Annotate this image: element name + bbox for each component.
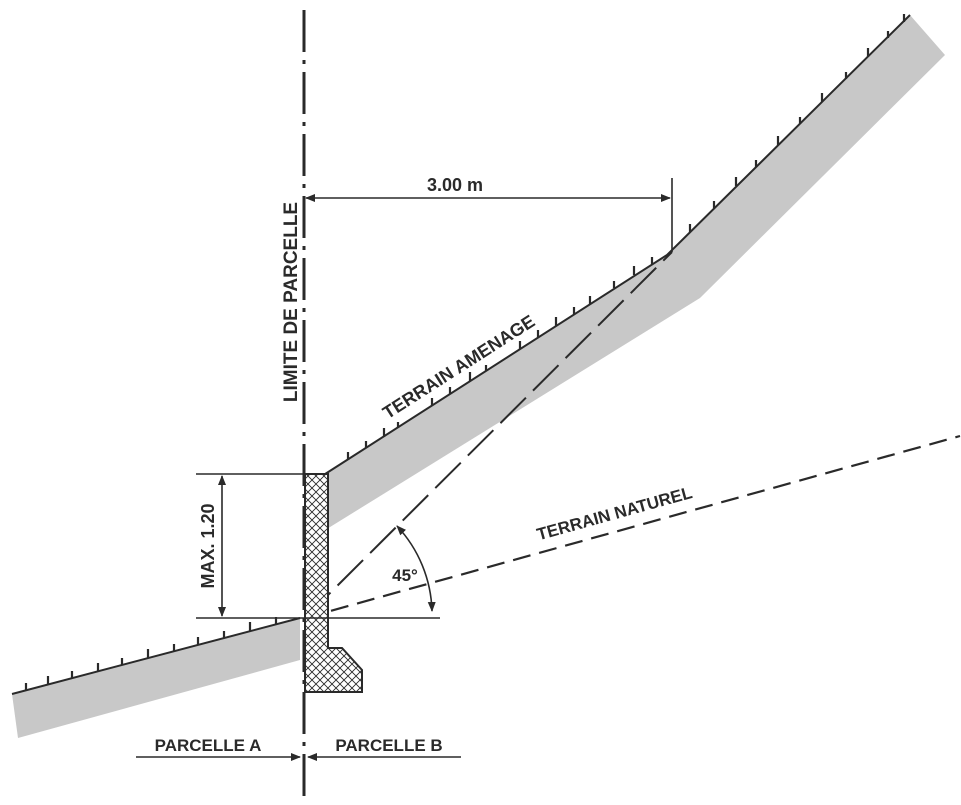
max-height-label: MAX. 1.20: [198, 503, 218, 588]
parcelle-b-label: PARCELLE B: [335, 736, 442, 755]
terrain-parcelle-a-fill: [12, 618, 300, 738]
angle-label: 45°: [392, 566, 418, 585]
slope-45-line: [304, 251, 673, 619]
terrain-amenage-fill: [322, 15, 945, 532]
parcelle-a-label: PARCELLE A: [155, 736, 262, 755]
retaining-wall: [304, 473, 363, 693]
terrain-amenage-surface: [321, 14, 911, 477]
distance-label: 3.00 m: [427, 175, 483, 195]
terrain-parcelle-a-vegetation: [24, 617, 278, 690]
property-line-label: LIMITE DE PARCELLE: [281, 202, 302, 402]
height-dimension: [196, 473, 440, 619]
terrain-naturel-label: TERRAIN NATUREL: [535, 483, 694, 544]
terrain-amenage-vegetation: [346, 14, 906, 460]
angle-arc: [396, 525, 436, 612]
terrain-parcelle-a-surface: [11, 617, 301, 695]
distance-dimension: [305, 178, 673, 252]
